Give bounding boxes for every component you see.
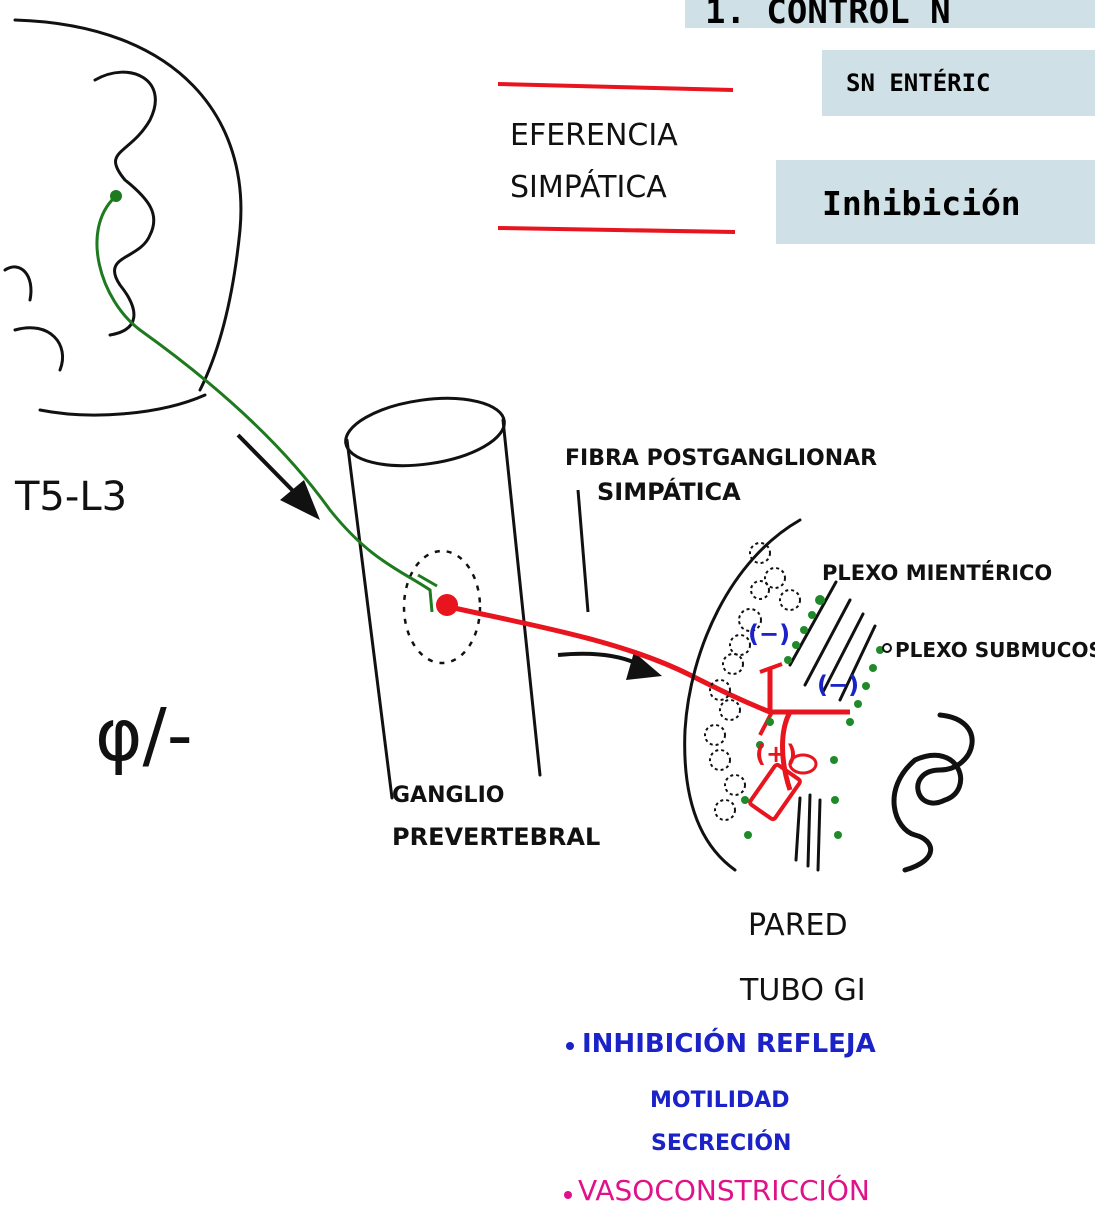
plus-sign: (+) bbox=[755, 740, 797, 768]
mucosa-fold bbox=[894, 715, 972, 870]
legend-line-top bbox=[498, 84, 733, 90]
legend-line2: SIMPÁTICA bbox=[510, 169, 667, 205]
wall-line1: PARED bbox=[748, 908, 848, 943]
effect-reflex: INHIBICIÓN REFLEJA bbox=[582, 1027, 876, 1059]
ganglion-cylinder bbox=[341, 389, 540, 798]
label-line bbox=[578, 490, 588, 612]
reflex-bullet bbox=[566, 1042, 574, 1050]
ganglion-line2: PREVERTEBRAL bbox=[392, 823, 600, 851]
effect-vaso: VASOCONSTRICCIÓN bbox=[578, 1173, 870, 1207]
submucosal-bullet bbox=[883, 644, 891, 652]
preganglionic-fiber bbox=[97, 190, 437, 612]
signature: φ/- bbox=[95, 693, 193, 777]
legend-line1: EFERENCIA bbox=[510, 118, 678, 153]
postganglionic-line2: SIMPÁTICA bbox=[597, 477, 741, 506]
minus-sign-myenteric: (−) bbox=[748, 620, 790, 648]
submucosal-label: PLEXO SUBMUCOSO bbox=[895, 638, 1095, 662]
myenteric-label: PLEXO MIENTÉRICO bbox=[822, 560, 1052, 585]
wall-line2: TUBO GI bbox=[739, 973, 866, 1008]
effect-motility: MOTILIDAD bbox=[650, 1088, 790, 1113]
legend-line-bottom bbox=[498, 228, 735, 232]
spinal-cord bbox=[5, 20, 241, 415]
postganglionic-line1: FIBRA POSTGANGLIONAR bbox=[565, 446, 877, 471]
vaso-bullet bbox=[564, 1191, 572, 1199]
segment-label: T5-L3 bbox=[14, 474, 127, 520]
ganglion-line1: GANGLIO bbox=[392, 783, 504, 808]
minus-sign-submucosal: (−) bbox=[817, 671, 859, 699]
effect-secretion: SECRECIÓN bbox=[651, 1130, 791, 1156]
